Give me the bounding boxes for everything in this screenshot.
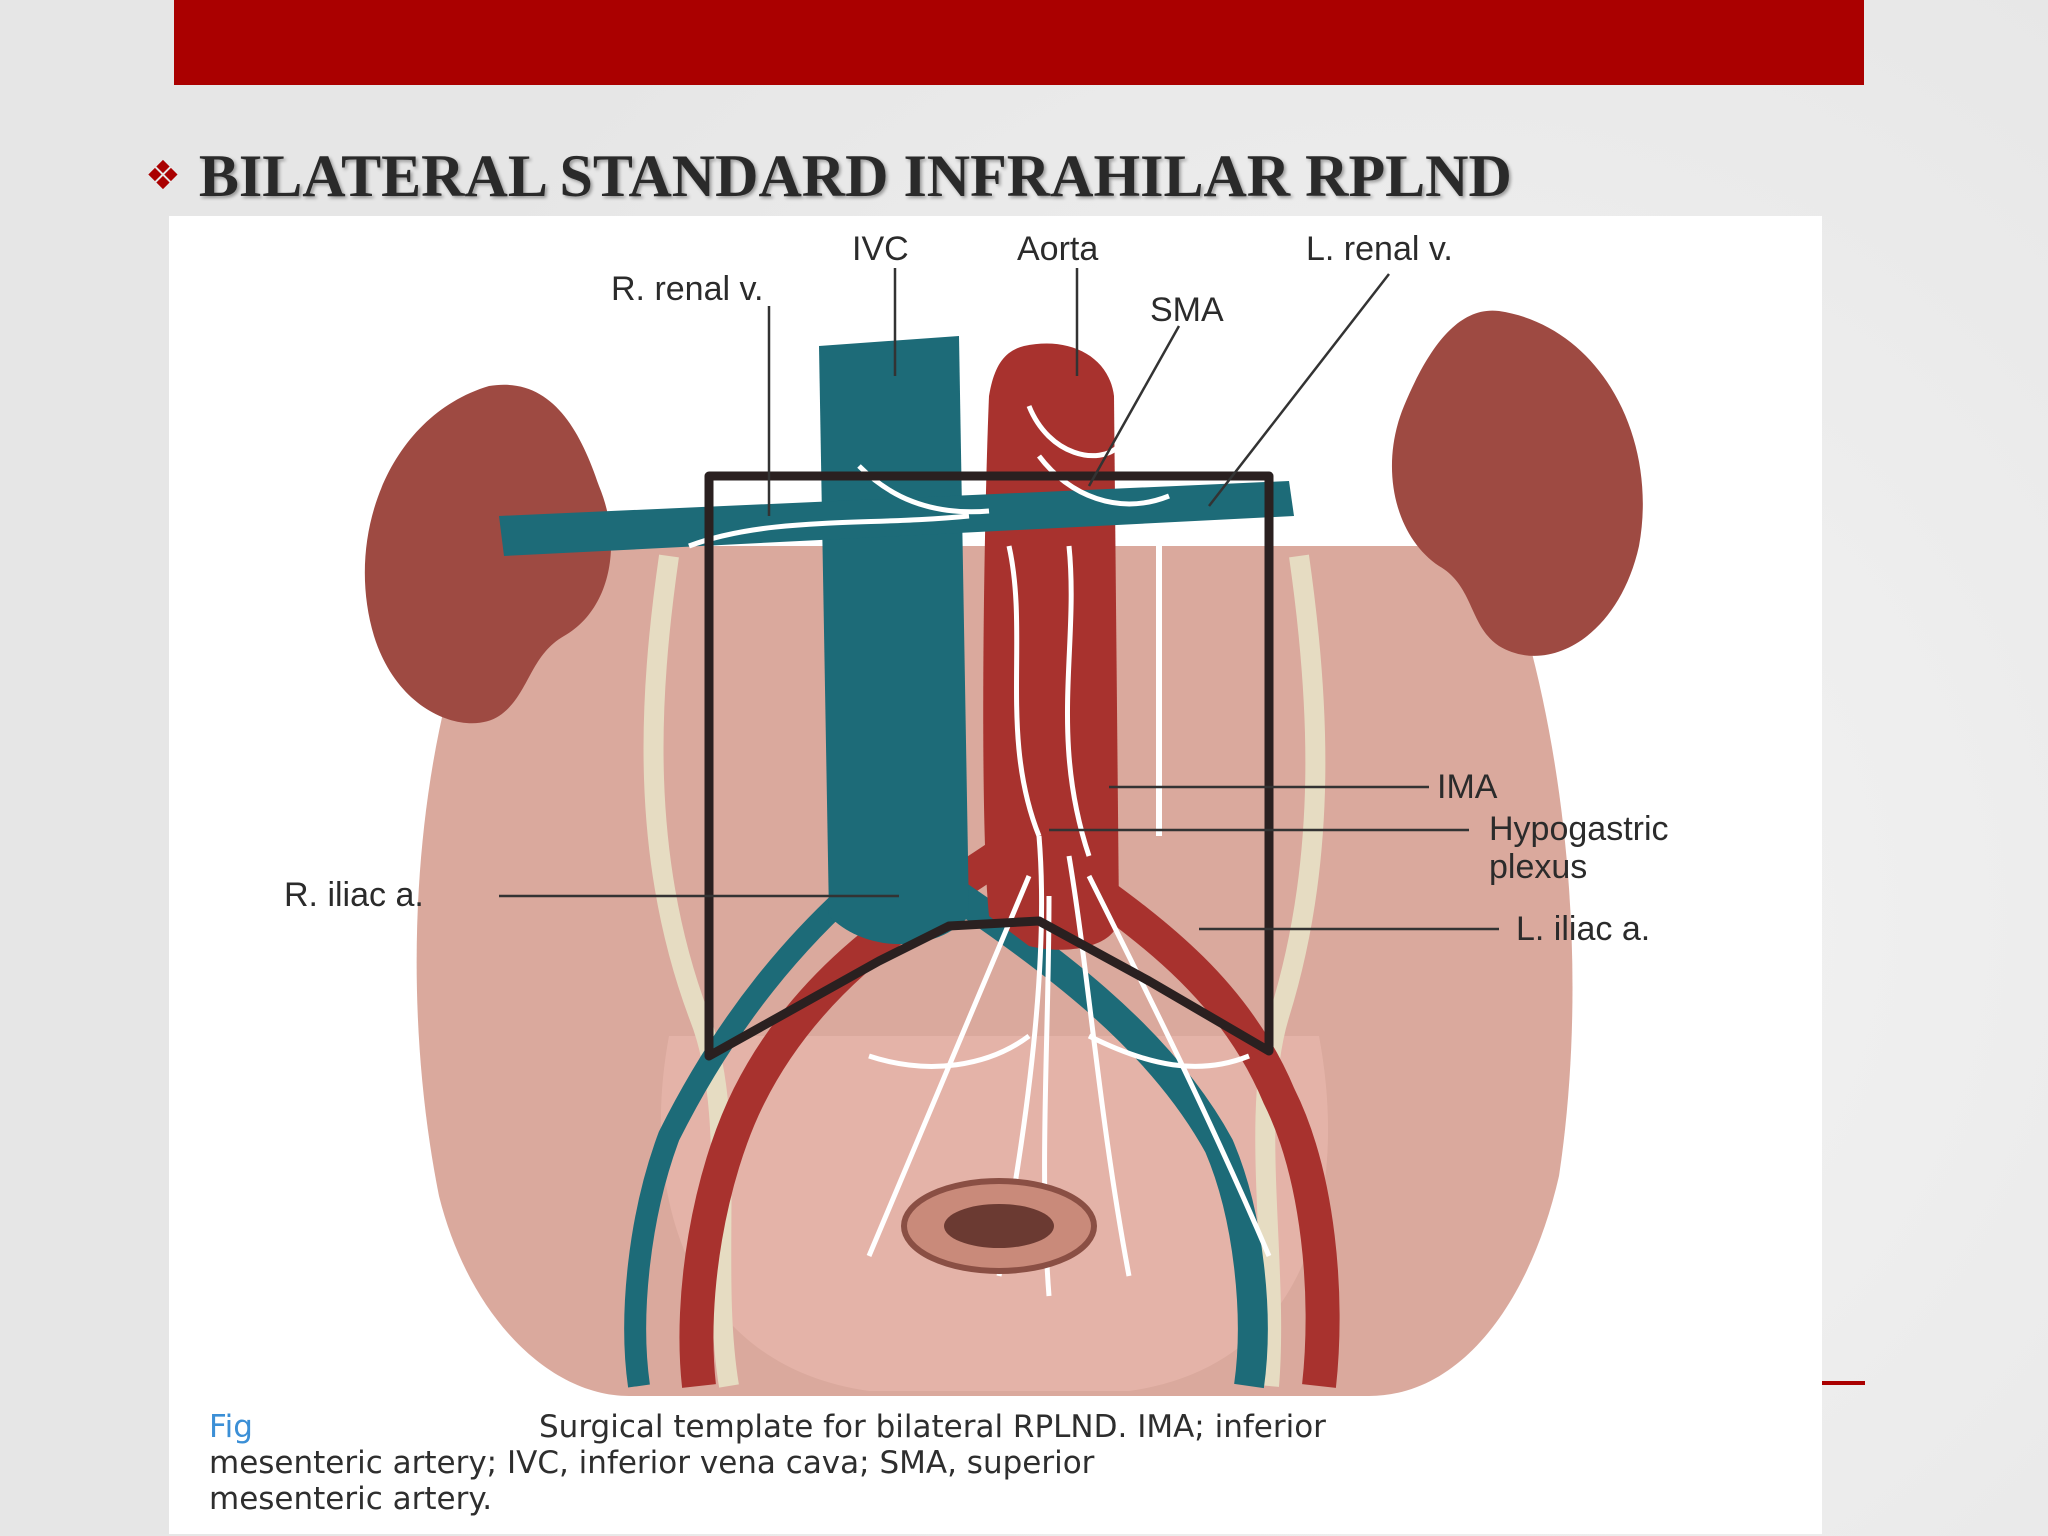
right-kidney: [364, 384, 612, 724]
slide-title: BILATERAL STANDARD INFRAHILAR RPLND: [198, 142, 1512, 209]
label-ivc: IVC: [852, 230, 909, 268]
label-ima: IMA: [1437, 768, 1498, 806]
left-iliac-artery: [1038, 842, 1340, 1388]
label-l-renal-v: L. renal v.: [1306, 230, 1453, 268]
anatomy-figure: IVC Aorta L. renal v. R. renal v. SMA IM…: [169, 216, 1822, 1534]
right-iliac-vein: [624, 867, 877, 1388]
surgical-template-outline: [704, 471, 1274, 1061]
title-row: ❖ BILATERAL STANDARD INFRAHILAR RPLND: [145, 136, 1512, 216]
caption-line-3: mesenteric artery.: [209, 1481, 493, 1517]
right-ureter: [643, 554, 739, 1388]
aorta-vessel: [983, 343, 1119, 950]
label-aorta: Aorta: [1017, 230, 1098, 268]
label-sma: SMA: [1150, 291, 1224, 329]
caption-fig-prefix: Fig: [209, 1409, 253, 1445]
anatomy-illustration: IVC Aorta L. renal v. R. renal v. SMA IM…: [284, 230, 1669, 1396]
caption-line-1: Surgical template for bilateral RPLND. I…: [539, 1409, 1326, 1445]
label-r-iliac: R. iliac a.: [284, 876, 424, 914]
corner-accent-line: [1810, 1381, 1865, 1385]
ivc-vessel: [819, 336, 969, 945]
rectum-lumen: [944, 1204, 1054, 1248]
top-accent-bar: [174, 0, 1864, 85]
label-hypogastric: Hypogastric: [1489, 810, 1669, 848]
leader-lines: [499, 268, 1499, 931]
label-l-iliac: L. iliac a.: [1516, 910, 1650, 948]
label-plexus: plexus: [1489, 848, 1587, 886]
caption-line-2: mesenteric artery; IVC, inferior vena ca…: [209, 1445, 1095, 1481]
label-r-renal-v: R. renal v.: [611, 270, 763, 308]
left-kidney: [1391, 310, 1643, 656]
left-ureter: [1255, 554, 1326, 1387]
bullet-icon: ❖: [145, 153, 181, 199]
